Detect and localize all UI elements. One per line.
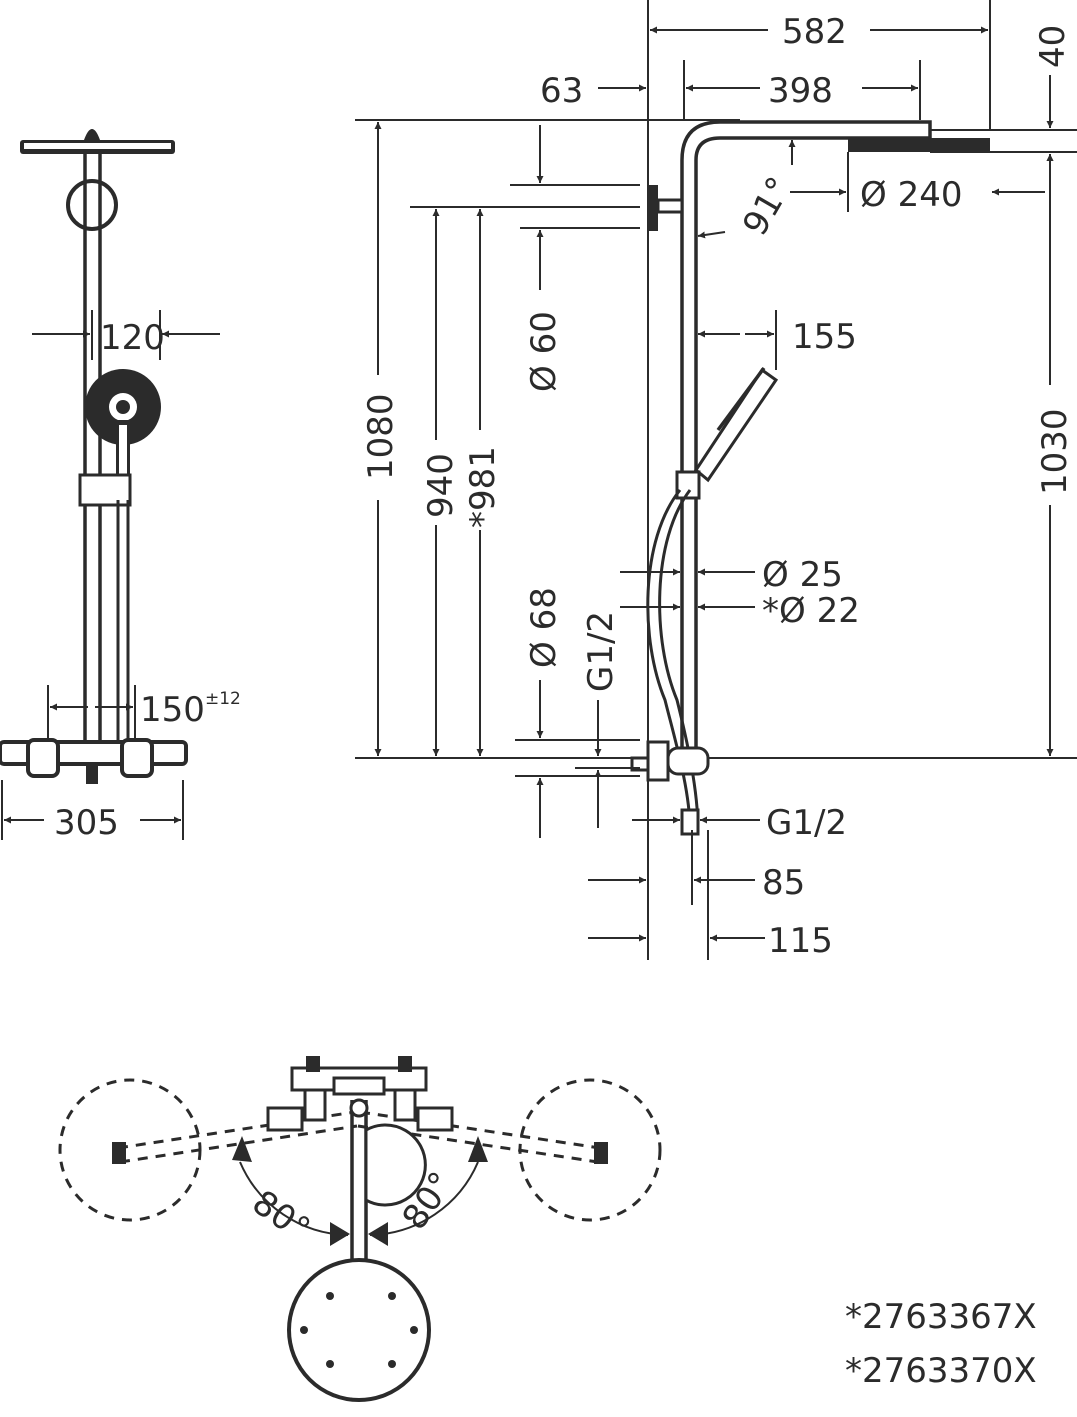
overhead-shower-front <box>20 129 175 154</box>
inlet-cover-diameter-label: Ø 68 <box>524 587 564 668</box>
dimension-1030: 1030 <box>1035 154 1075 756</box>
dimension-240: Ø 240 <box>790 152 1045 215</box>
footnotes: *2763367X *2763370X <box>845 1297 1037 1391</box>
hand-shower-front <box>78 369 161 745</box>
top-view: 80° 80° <box>58 1056 662 1402</box>
wall-offset-label: 63 <box>540 71 583 111</box>
dimension-inlet-thread: G1/2 <box>575 611 640 828</box>
total-height-label: 1080 <box>361 393 401 480</box>
dimension-63-398: 63 398 <box>540 60 921 120</box>
front-view: 120 150 ±12 305 <box>0 129 241 843</box>
bar-to-wall-label: 150 <box>140 690 205 730</box>
dimension-1080: 1080 <box>361 122 401 756</box>
dimension-91-degrees: 91° <box>697 140 800 243</box>
footnote-1: *2763367X <box>845 1297 1037 1337</box>
thermostat-side <box>630 740 710 836</box>
head-thickness-label: 40 <box>1033 25 1073 68</box>
dimension-pipe-diameters: Ø 25 *Ø 22 <box>620 555 860 631</box>
outlet-thread-label: G1/2 <box>766 803 847 843</box>
inlet-thread-label: G1/2 <box>581 611 621 692</box>
height-981-label: *981 <box>463 446 503 528</box>
mixer-width-label: 305 <box>54 803 119 843</box>
mixer-depth-115-label: 115 <box>768 921 833 961</box>
bar-to-wall-tolerance-label: ±12 <box>205 689 241 709</box>
dimension-940-981: 940 *981 <box>410 206 640 756</box>
mixer-top <box>290 1056 428 1122</box>
handshower-diameter-label: 120 <box>100 318 165 358</box>
arm-length-label: 398 <box>768 71 833 111</box>
swivel-angle-left-label: 80° <box>245 1183 317 1250</box>
right-swivel-circle <box>518 1078 662 1222</box>
riser-pipe-front <box>66 154 118 745</box>
height-1030-label: 1030 <box>1035 408 1075 495</box>
pipe-diameter-22-label: *Ø 22 <box>762 591 860 631</box>
mixer-depth-85-label: 85 <box>762 863 805 903</box>
wall-bracket-diameter-label: Ø 60 <box>524 311 564 392</box>
thermostat-front <box>0 738 188 784</box>
height-940-label: 940 <box>421 453 461 518</box>
footnote-2: *2763370X <box>845 1351 1037 1391</box>
angle-80-left: 80° <box>232 1136 350 1250</box>
dimension-68: Ø 68 <box>515 587 640 838</box>
shower-arm-side <box>648 120 990 750</box>
total-width-label: 582 <box>782 12 847 52</box>
dimension-150: 150 ±12 <box>47 685 241 740</box>
arm-angle-label: 91° <box>735 170 800 242</box>
dimension-60: Ø 60 <box>510 125 640 392</box>
handshower-top <box>364 1123 427 1207</box>
dimension-85-115: 85 115 <box>588 830 833 961</box>
pipe-diameter-25-label: Ø 25 <box>762 555 843 595</box>
dimension-305: 305 <box>1 780 184 843</box>
left-swivel-circle <box>58 1078 202 1222</box>
dimension-120: 120 <box>32 310 220 360</box>
dimension-582: 582 <box>650 12 988 52</box>
overhead-shower-top <box>287 1258 431 1402</box>
head-diameter-label: Ø 240 <box>860 175 962 215</box>
dimension-155: 155 <box>698 310 857 370</box>
handshower-offset-label: 155 <box>792 317 857 357</box>
dimension-40: 40 <box>1033 25 1073 205</box>
dimension-outlet-thread: G1/2 <box>632 803 847 843</box>
hand-shower-side <box>646 366 779 831</box>
side-view: 582 63 398 40 91° Ø 240 <box>355 0 1077 961</box>
